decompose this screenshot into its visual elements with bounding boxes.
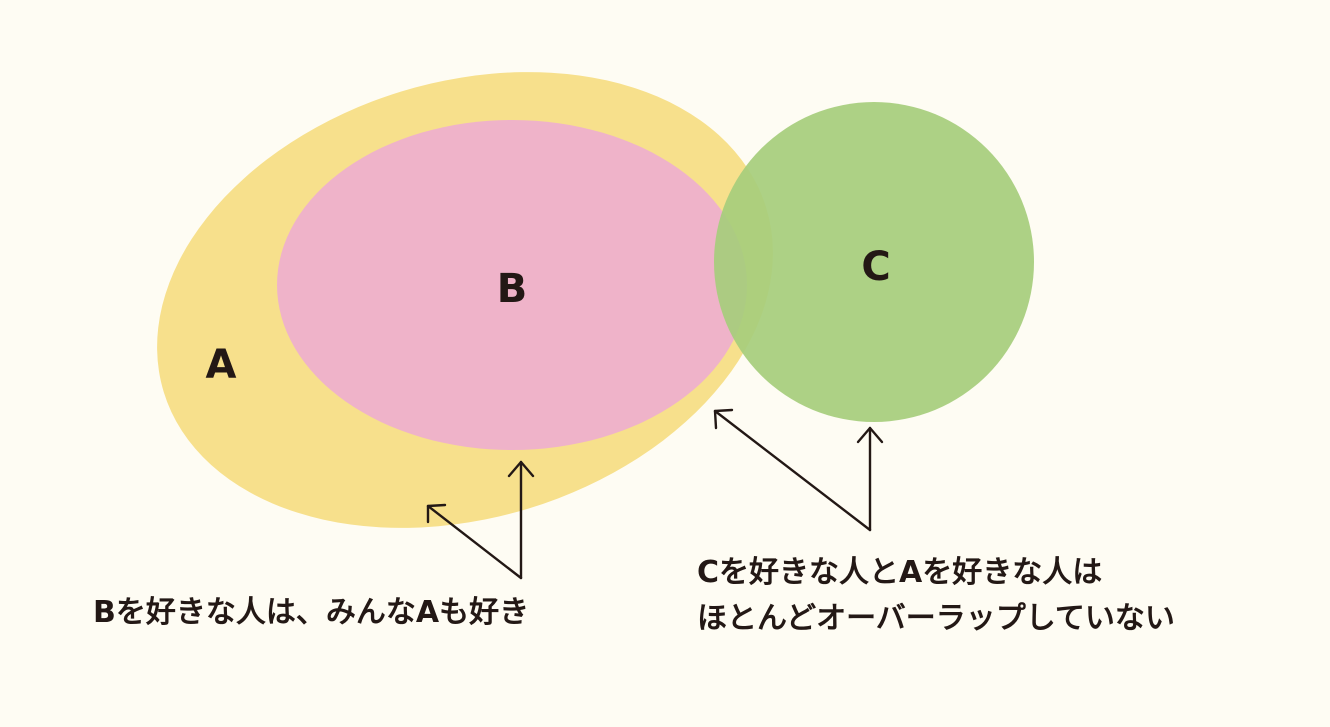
left-arrow-to-b-head xyxy=(507,460,535,478)
right-arrow-to-c-head xyxy=(856,426,884,444)
set-b-ellipse xyxy=(277,120,747,450)
left-arrow-to-a xyxy=(426,504,523,580)
set-c-circle xyxy=(714,102,1034,422)
set-b-label: B xyxy=(497,266,528,312)
right-arrow-to-overlap-head xyxy=(713,408,734,430)
caption-left: Bを好きな人は、みんなAも好き xyxy=(93,595,529,630)
right-arrows xyxy=(713,408,884,532)
caption-right-line2: ほとんどオーバーラップしていない xyxy=(697,601,1175,636)
left-arrows xyxy=(426,460,535,580)
set-a-label: A xyxy=(206,342,237,388)
left-arrow-to-a-head xyxy=(426,503,447,524)
set-c-label: C xyxy=(861,244,890,290)
caption-right-line1: Cを好きな人とAを好きな人は xyxy=(697,555,1102,590)
right-arrow-to-overlap xyxy=(713,409,872,532)
